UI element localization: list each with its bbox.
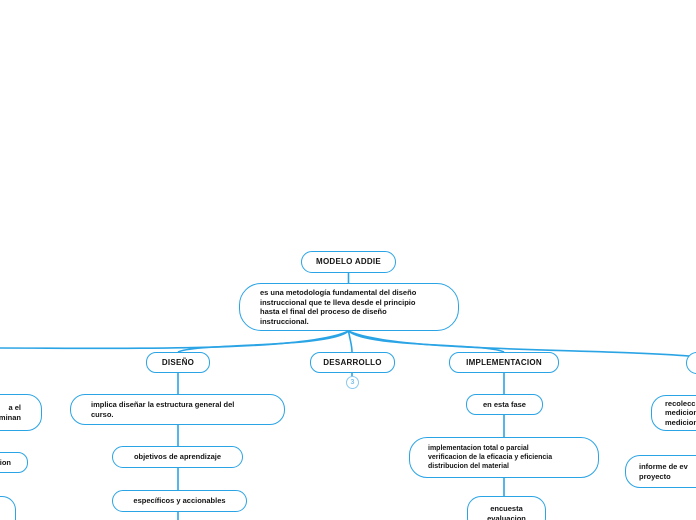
collapsed-children-badge[interactable]: 3: [346, 376, 359, 389]
branch-node-diseno[interactable]: DISEÑO: [146, 352, 210, 373]
branch-diseno-label: DISEÑO: [161, 357, 195, 367]
node-especificos-accionables[interactable]: específicos y accionables: [112, 490, 247, 512]
branch-desarrollo-label: DESARROLLO: [323, 357, 382, 367]
clipped-node-right-a[interactable]: recoleccio medicion d medicion d: [651, 395, 696, 431]
description-line: es una metodología fundamental del diseñ…: [260, 288, 417, 297]
node-text-line: curso.: [91, 409, 114, 419]
node-text-line: implica diseñar la estructura general de…: [91, 400, 235, 409]
node-text-line: en esta fase: [483, 399, 526, 409]
node-text-line: a el: [8, 403, 21, 412]
edge-description-implementacion: [347, 330, 505, 353]
edge-description-right-branch: [348, 330, 696, 358]
clipped-node-left-a[interactable]: a el minan: [0, 394, 42, 431]
root-node-modelo-addie[interactable]: MODELO ADDIE: [301, 251, 396, 273]
description-node[interactable]: es una metodología fundamental del diseñ…: [239, 283, 459, 331]
node-text-line: minan: [0, 412, 21, 422]
clipped-node-bottom-left[interactable]: [0, 496, 16, 520]
node-text-line: informe de ev: [639, 462, 688, 471]
description-line: instruccional.: [260, 316, 309, 326]
node-text-line: evaluacion: [487, 513, 526, 520]
node-text-line: ion: [0, 457, 11, 467]
branch-node-implementacion[interactable]: IMPLEMENTACION: [449, 352, 559, 373]
branch-node-desarrollo[interactable]: DESARROLLO: [310, 352, 395, 373]
edge-description-left-branch: [0, 330, 349, 350]
node-en-esta-fase[interactable]: en esta fase: [466, 394, 543, 415]
node-text-line: recoleccio: [665, 398, 696, 408]
edge-description-desarrollo: [347, 330, 353, 353]
node-text-line: proyecto: [639, 471, 671, 481]
node-text-line: encuesta: [490, 504, 523, 513]
node-text-line: objetivos de aprendizaje: [133, 452, 222, 462]
node-text-line: específicos y accionables: [133, 496, 226, 506]
node-implementacion-detalle[interactable]: implementacion total o parcial verificac…: [409, 437, 599, 478]
node-text-line: verificacion de la eficacia y eficiencia: [428, 454, 553, 461]
description-line: instruccional que te lleva desde el prin…: [260, 297, 416, 307]
node-encuesta-evaluacion[interactable]: encuesta evaluacion: [467, 496, 546, 520]
node-text-line: medicion d: [665, 417, 696, 427]
node-text-line: medicion d: [665, 408, 696, 418]
node-objetivos-aprendizaje[interactable]: objetivos de aprendizaje: [112, 446, 243, 468]
root-node-label: MODELO ADDIE: [316, 257, 381, 267]
branch-implementacion-label: IMPLEMENTACION: [466, 357, 542, 367]
node-text-line: implementacion total o parcial: [428, 445, 529, 452]
collapsed-children-count: 3: [350, 379, 355, 386]
node-text-line: distribucion del material: [428, 463, 509, 470]
node-estructura-general[interactable]: implica diseñar la estructura general de…: [70, 394, 285, 425]
description-line: hasta el final del proceso de diseño: [260, 307, 387, 316]
clipped-node-right-b[interactable]: informe de ev proyecto: [625, 455, 696, 488]
clipped-node-left-b[interactable]: ion: [0, 452, 28, 473]
edge-description-diseno: [177, 330, 350, 353]
